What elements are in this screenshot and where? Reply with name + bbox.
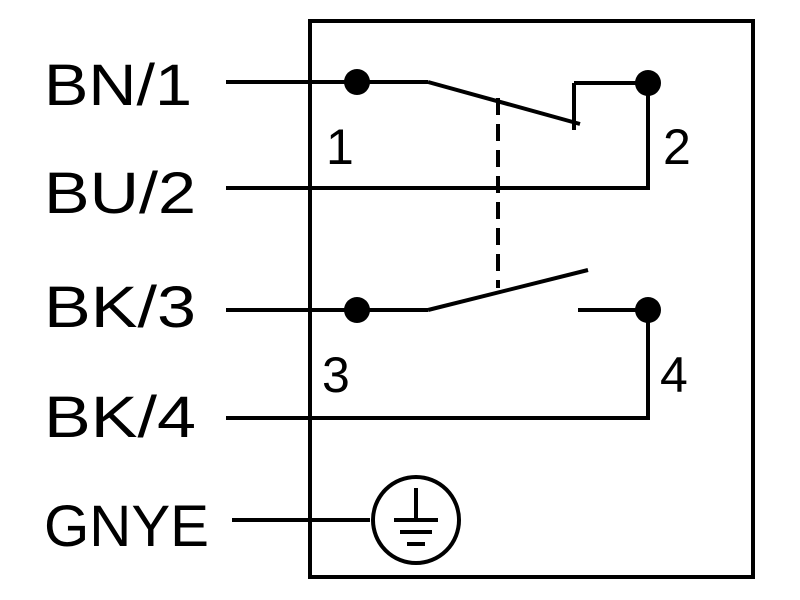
terminal-dot-1 <box>344 69 370 95</box>
earth-ground-icon <box>394 488 438 546</box>
terminal-number-3: 3 <box>322 347 350 403</box>
wire-label-bu2: BU/2 <box>44 161 196 226</box>
contact-3-4-blade <box>427 268 589 312</box>
contact-1-2-blade <box>427 80 581 126</box>
wire-label-bk4: BK/4 <box>44 385 196 450</box>
device-housing <box>308 19 755 579</box>
terminal-number-4: 4 <box>660 347 688 403</box>
wire-label-gnye: GNYE <box>44 494 209 559</box>
terminal-dot-4 <box>635 297 661 323</box>
wire-label-bk3: BK/3 <box>44 275 196 340</box>
wire-label-bn1: BN/1 <box>44 53 192 118</box>
terminal-number-2: 2 <box>663 119 691 175</box>
terminal-number-1: 1 <box>326 119 354 175</box>
earth-symbol-ring <box>371 475 461 565</box>
terminal-dot-3 <box>344 297 370 323</box>
terminal-dot-2 <box>635 70 661 96</box>
